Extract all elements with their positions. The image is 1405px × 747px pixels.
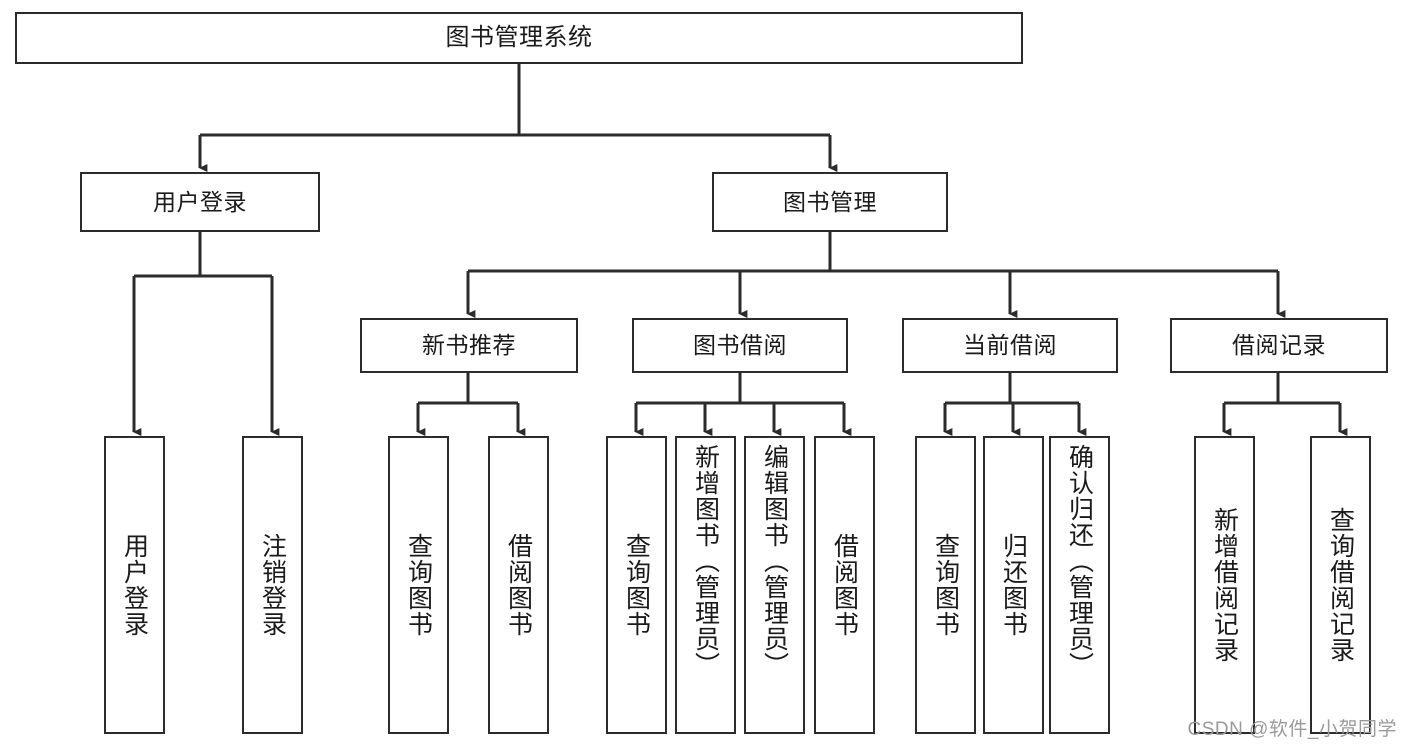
node-label: 新增图书（管理员）	[691, 444, 720, 678]
node-label: 图书借阅	[693, 332, 787, 359]
csdn-watermark: CSDN @软件_小贺同学	[1187, 719, 1397, 740]
node-label: 编辑图书（管理员）	[760, 444, 789, 678]
node-label: 当前借阅	[963, 332, 1057, 359]
node-label: 查询图书	[404, 533, 433, 637]
node-label: 查询借阅记录	[1326, 507, 1355, 663]
leaf-newbook-borrow-book[interactable]: 借阅图书	[488, 436, 549, 734]
leaf-currentborrow-return-book[interactable]: 归还图书	[983, 436, 1044, 734]
node-label: 图书管理系统	[445, 24, 593, 52]
node-label: 借阅图书	[830, 533, 859, 637]
leaf-bookborrow-borrow-book[interactable]: 借阅图书	[814, 436, 875, 734]
leaf-currentborrow-confirm-return-admin[interactable]: 确认归还（管理员）	[1049, 436, 1110, 734]
node-label: 归还图书	[999, 533, 1028, 637]
node-user-login[interactable]: 用户登录	[80, 172, 320, 232]
leaf-bookborrow-query-book[interactable]: 查询图书	[606, 436, 667, 734]
node-borrow-record[interactable]: 借阅记录	[1170, 318, 1388, 373]
node-root-book-management-system[interactable]: 图书管理系统	[15, 12, 1023, 64]
leaf-borrowrecord-add-record[interactable]: 新增借阅记录	[1194, 436, 1255, 734]
leaf-newbook-query-book[interactable]: 查询图书	[388, 436, 449, 734]
node-current-borrow[interactable]: 当前借阅	[902, 318, 1118, 373]
node-label: 借阅记录	[1232, 332, 1326, 359]
leaf-borrowrecord-query-record[interactable]: 查询借阅记录	[1310, 436, 1371, 734]
leaf-currentborrow-query-book[interactable]: 查询图书	[915, 436, 976, 734]
node-book-management[interactable]: 图书管理	[712, 172, 948, 232]
node-new-book-recommend[interactable]: 新书推荐	[360, 318, 578, 373]
leaf-bookborrow-edit-book-admin[interactable]: 编辑图书（管理员）	[744, 436, 805, 734]
node-label: 借阅图书	[504, 533, 533, 637]
leaf-user-login[interactable]: 用户登录	[104, 436, 165, 734]
node-label: 查询图书	[622, 533, 651, 637]
node-label: 新增借阅记录	[1210, 507, 1239, 663]
node-label: 新书推荐	[422, 332, 516, 359]
node-book-borrow[interactable]: 图书借阅	[632, 318, 848, 373]
leaf-bookborrow-add-book-admin[interactable]: 新增图书（管理员）	[675, 436, 736, 734]
leaf-user-logout[interactable]: 注销登录	[242, 436, 303, 734]
node-label: 注销登录	[258, 533, 287, 637]
node-label: 用户登录	[153, 188, 247, 215]
node-label: 图书管理	[783, 188, 877, 215]
node-label: 确认归还（管理员）	[1065, 444, 1094, 678]
node-label: 查询图书	[931, 533, 960, 637]
node-label: 用户登录	[120, 533, 149, 637]
